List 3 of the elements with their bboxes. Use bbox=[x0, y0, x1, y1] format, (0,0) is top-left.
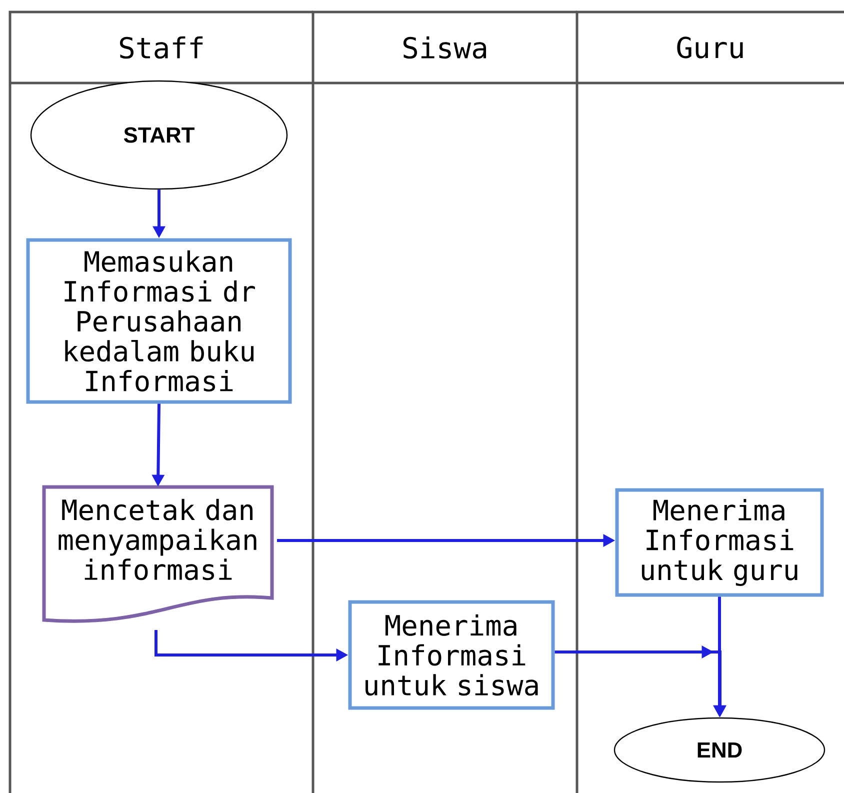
process-box: Memasukan Informasi dr Perusahaan kedalam buku Informasi bbox=[26, 238, 292, 404]
process-box: Menerima Informasi untuk guru bbox=[615, 488, 824, 597]
process-box: Menerima Informasi untuk siswa bbox=[348, 600, 555, 710]
